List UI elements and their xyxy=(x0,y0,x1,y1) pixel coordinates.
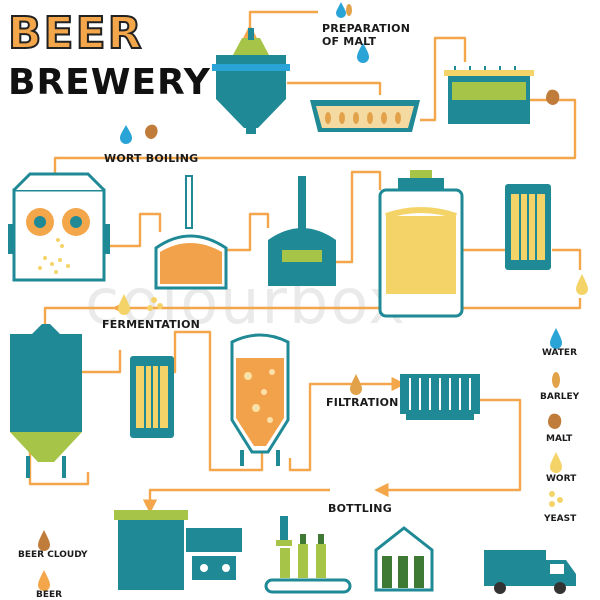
beer-cooler xyxy=(130,356,174,438)
legend-water: WATER xyxy=(542,348,578,358)
label-filtration: FILTRATION xyxy=(326,396,399,409)
yeast-cluster-icon xyxy=(147,297,163,311)
maturation-tank xyxy=(230,333,290,466)
legend-barley: BARLEY xyxy=(540,392,580,402)
wort-drop-icon xyxy=(576,274,588,295)
germination-tray xyxy=(310,100,420,132)
bright-beer-tank xyxy=(114,510,242,590)
legend-malt: MALT xyxy=(546,434,573,444)
label-fermentation: FERMENTATION xyxy=(102,318,201,331)
wort-cooler xyxy=(505,184,551,270)
malt-sprout-icon xyxy=(145,124,158,139)
barley-grain-icon xyxy=(346,4,352,16)
legend-yeast: YEAST xyxy=(544,514,577,524)
delivery-truck-icon xyxy=(484,550,576,594)
pipes xyxy=(28,10,582,514)
grain-mill xyxy=(8,172,110,282)
mash-kettle xyxy=(154,175,228,290)
label-bottling: BOTTLING xyxy=(328,502,392,515)
label-preparation-of-malt: PREPARATION OF MALT xyxy=(322,22,411,48)
malt-sprout-icon xyxy=(548,413,562,429)
yeast-cluster-icon xyxy=(549,491,563,507)
title-beer: BEER xyxy=(7,8,144,59)
legend-beer-cloudy: BEER CLOUDY xyxy=(18,550,88,560)
cloudy-beer-drop-icon xyxy=(38,530,50,551)
cloudy-beer-drop-icon xyxy=(350,374,362,395)
wort-drop-icon xyxy=(550,452,562,473)
water-drop-icon xyxy=(357,43,369,63)
title-brewery: BREWERY xyxy=(8,62,211,103)
malt-sprout-icon xyxy=(546,89,560,105)
bottle-crate xyxy=(374,526,434,592)
legend-beer: BEER xyxy=(36,590,63,600)
water-drop-icon xyxy=(120,125,132,144)
wort-drop-icon xyxy=(118,294,130,315)
malt-hopper xyxy=(212,28,290,134)
filter-press xyxy=(400,374,480,420)
barley-grain-icon xyxy=(552,372,560,388)
bottling-line xyxy=(264,516,352,594)
lauter-tun xyxy=(268,176,336,286)
fermentation-tank xyxy=(10,324,82,478)
beer-drop-icon xyxy=(38,570,50,591)
label-wort-boiling: WORT BOILING xyxy=(104,152,199,165)
legend-wort: WORT xyxy=(546,474,577,484)
watermark: colourbox xyxy=(85,265,408,338)
kiln xyxy=(444,66,534,124)
boiling-vessel xyxy=(378,170,464,318)
water-drop-icon xyxy=(336,2,346,18)
water-drop-icon xyxy=(550,328,562,349)
